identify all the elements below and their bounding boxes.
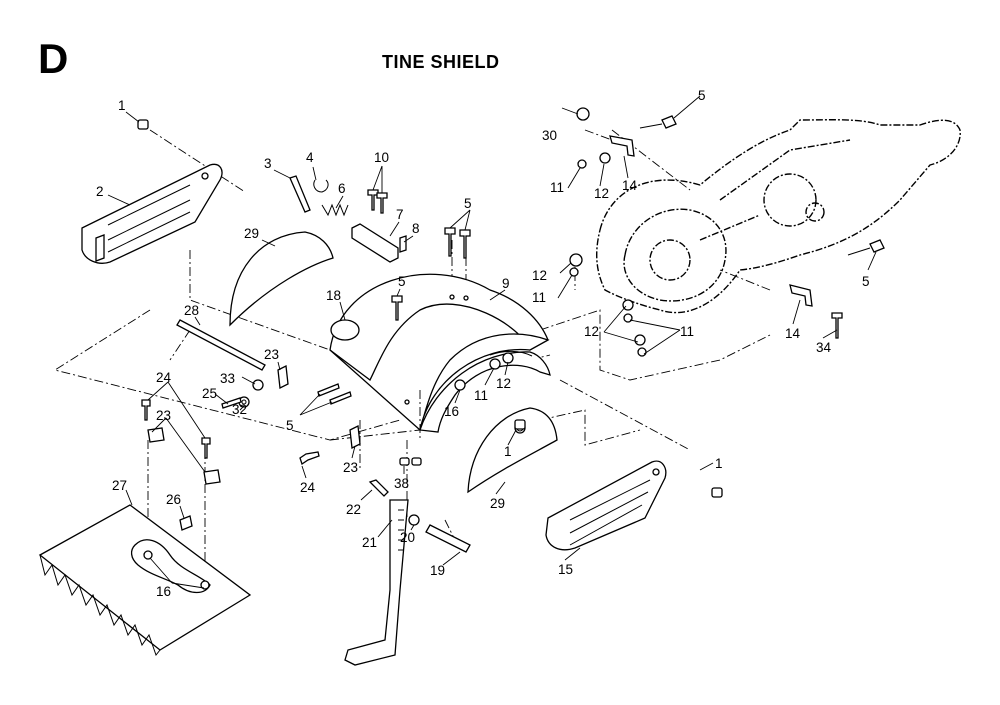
assembly-guide-lines xyxy=(53,129,771,575)
callout-16: 16 xyxy=(156,584,171,599)
callout-29: 29 xyxy=(244,226,259,241)
callout-2: 2 xyxy=(96,184,104,199)
callout-25: 25 xyxy=(202,386,217,401)
callout-38: 38 xyxy=(394,476,409,491)
callout-12: 12 xyxy=(584,324,599,339)
callout-34: 34 xyxy=(816,340,832,355)
callout-15: 15 xyxy=(558,562,573,577)
depth-stake xyxy=(344,499,409,666)
callout-28: 28 xyxy=(184,303,199,318)
callout-32: 32 xyxy=(232,402,247,417)
callout-5: 5 xyxy=(398,274,406,289)
callout-12: 12 xyxy=(496,376,511,391)
callout-6: 6 xyxy=(338,181,346,196)
hardware-small-parts xyxy=(137,107,885,531)
callout-5: 5 xyxy=(286,418,294,433)
callout-16: 16 xyxy=(444,404,459,419)
callout-7: 7 xyxy=(396,207,404,222)
callout-33: 33 xyxy=(220,371,235,386)
callout-10: 10 xyxy=(374,150,389,165)
callout-12: 12 xyxy=(532,268,547,283)
callout-3: 3 xyxy=(264,156,272,171)
section-letter: D xyxy=(38,35,69,82)
callout-1: 1 xyxy=(504,444,512,459)
callout-8: 8 xyxy=(412,221,420,236)
callout-23: 23 xyxy=(156,408,171,423)
tine-shield-hood xyxy=(329,273,551,433)
rod-19 xyxy=(425,524,471,553)
flap-deflector xyxy=(38,504,252,657)
side-shield-left xyxy=(229,231,334,327)
callout-11: 11 xyxy=(474,388,488,403)
callout-12: 12 xyxy=(594,186,609,201)
callout-labels: 1 2 3 4 10 6 7 8 29 5 5 9 18 28 23 33 25… xyxy=(96,88,870,599)
callout-11: 11 xyxy=(532,290,546,305)
callout-11: 11 xyxy=(680,324,694,339)
callout-18: 18 xyxy=(326,288,341,303)
callout-20: 20 xyxy=(400,530,415,545)
callout-14: 14 xyxy=(785,326,801,341)
callout-23: 23 xyxy=(343,460,358,475)
rod-28 xyxy=(176,319,266,371)
callout-26: 26 xyxy=(166,492,181,507)
callout-5: 5 xyxy=(698,88,706,103)
callout-11: 11 xyxy=(550,180,564,195)
callout-5: 5 xyxy=(464,196,472,211)
side-plate-left xyxy=(81,163,223,264)
callout-23: 23 xyxy=(264,347,279,362)
side-plate-right xyxy=(545,460,667,551)
callout-24: 24 xyxy=(300,480,316,495)
callout-24: 24 xyxy=(156,370,172,385)
tiller-housing-outline xyxy=(596,119,961,314)
callout-4: 4 xyxy=(306,150,314,165)
callout-1: 1 xyxy=(118,98,126,113)
diagram-title: TINE SHIELD xyxy=(382,52,500,72)
side-shield-right xyxy=(467,407,558,494)
callout-1: 1 xyxy=(715,456,723,471)
callout-29: 29 xyxy=(490,496,505,511)
callout-19: 19 xyxy=(430,563,445,578)
callout-5: 5 xyxy=(862,274,870,289)
callout-22: 22 xyxy=(346,502,361,517)
callout-14: 14 xyxy=(622,178,638,193)
callout-leaders xyxy=(107,95,877,589)
callout-9: 9 xyxy=(502,276,510,291)
callout-21: 21 xyxy=(362,535,377,550)
callout-30: 30 xyxy=(542,128,557,143)
callout-27: 27 xyxy=(112,478,127,493)
